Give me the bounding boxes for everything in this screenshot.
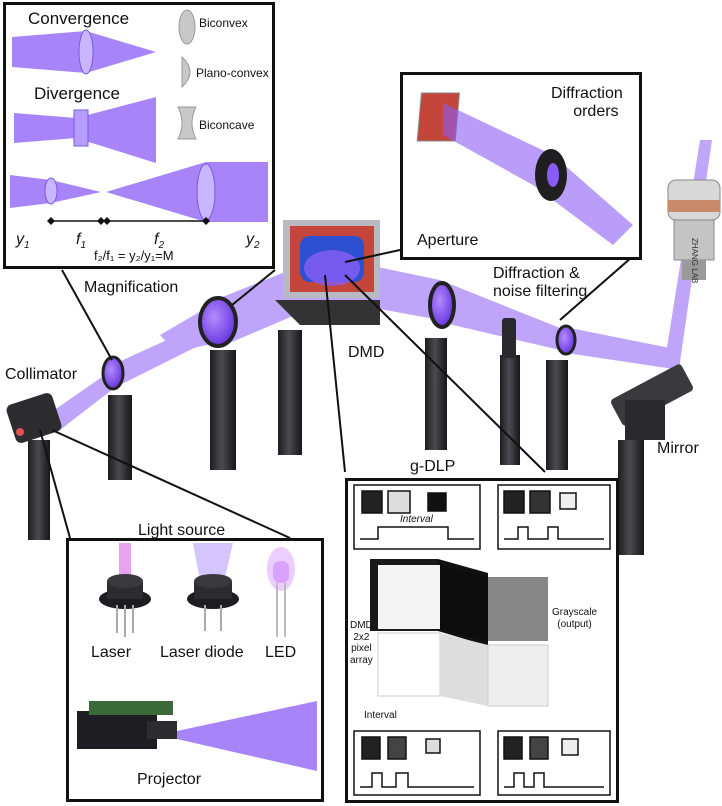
post-mirror [618, 440, 644, 555]
post-lens-3 [425, 338, 447, 450]
diffraction-filtering-label: Diffraction & noise filtering [493, 265, 588, 301]
light-source-diagram [77, 543, 317, 771]
light-source-label: Light source [138, 522, 226, 539]
post-lens-4 [546, 360, 568, 470]
diffraction-orders-inset: Diffraction orders Aperture [400, 72, 642, 260]
y1-label: y1 [16, 231, 30, 252]
lens-2 [198, 296, 238, 348]
biconvex-label: Biconvex [199, 16, 248, 30]
dmd-label: DMD [348, 344, 385, 361]
lens-4 [555, 324, 577, 356]
laser-diode-label: Laser diode [160, 644, 244, 661]
magnification-formula: f₂/f₁ = y₂/y₁=M [94, 248, 174, 263]
lens-3 [428, 281, 456, 329]
plano-convex-icon [181, 55, 191, 89]
lens-type-icons [177, 9, 197, 140]
dmd-device [275, 220, 380, 325]
f2-label: f2 [154, 231, 165, 252]
aperture-label: Aperture [417, 232, 479, 249]
mirror-label: Mirror [657, 440, 699, 457]
diffraction-orders-label: Diffraction orders [551, 85, 623, 121]
post-lens-2 [210, 350, 236, 470]
inset-connectors [39, 249, 641, 539]
diffraction-diagram [416, 92, 633, 245]
post-aperture [500, 355, 520, 465]
laser-label: Laser [91, 644, 132, 661]
g-dlp-diagram [353, 484, 611, 796]
biconcave-icon [177, 106, 197, 140]
post-collimator [28, 440, 50, 540]
objective-lens: ZHANG LAB [667, 179, 721, 283]
biconcave-label: Biconcave [199, 118, 255, 132]
pixel-array-cube [370, 559, 549, 707]
lens-1 [101, 355, 125, 391]
collimator-device [6, 393, 62, 443]
magnification-label: Magnification [84, 279, 179, 296]
biconvex-icon [178, 9, 196, 45]
y2-label: y2 [246, 231, 260, 252]
dmd-pixel-array-label: DMD 2x2 pixel array [350, 620, 373, 666]
magnification-diagram [10, 9, 268, 225]
optical-posts [28, 330, 644, 555]
divergence-label: Divergence [34, 84, 120, 103]
convergence-label: Convergence [28, 9, 130, 28]
panel-top-left [353, 484, 481, 550]
mirror-device [611, 364, 693, 440]
grayscale-output-label: Grayscale (output) [552, 607, 598, 630]
g-dlp-inset: Interval DMD 2x2 pixel array Grayscale (… [345, 478, 619, 803]
panel-top-right [497, 484, 611, 550]
f1-label: f1 [76, 231, 87, 252]
led-label: LED [265, 644, 297, 661]
objective-brand: ZHANG LAB [690, 238, 699, 283]
plano-convex-label: Plano-convex [196, 66, 269, 80]
collimator-label: Collimator [5, 366, 78, 383]
interval-top-label: Interval [400, 514, 433, 525]
light-source-inset: Laser Laser diode LED Projector [66, 538, 324, 802]
panel-bottom-left [353, 730, 481, 796]
lenses [101, 281, 577, 391]
aperture-holder [502, 318, 516, 358]
magnification-inset: Convergence Divergence Biconvex Plano-co… [3, 2, 275, 269]
interval-bottom-label: Interval [364, 710, 397, 721]
post-dmd [278, 330, 302, 455]
panel-bottom-right [497, 730, 611, 796]
projector-label: Projector [137, 771, 202, 788]
g-dlp-label: g-DLP [410, 458, 456, 475]
post-lens-1 [108, 395, 132, 480]
